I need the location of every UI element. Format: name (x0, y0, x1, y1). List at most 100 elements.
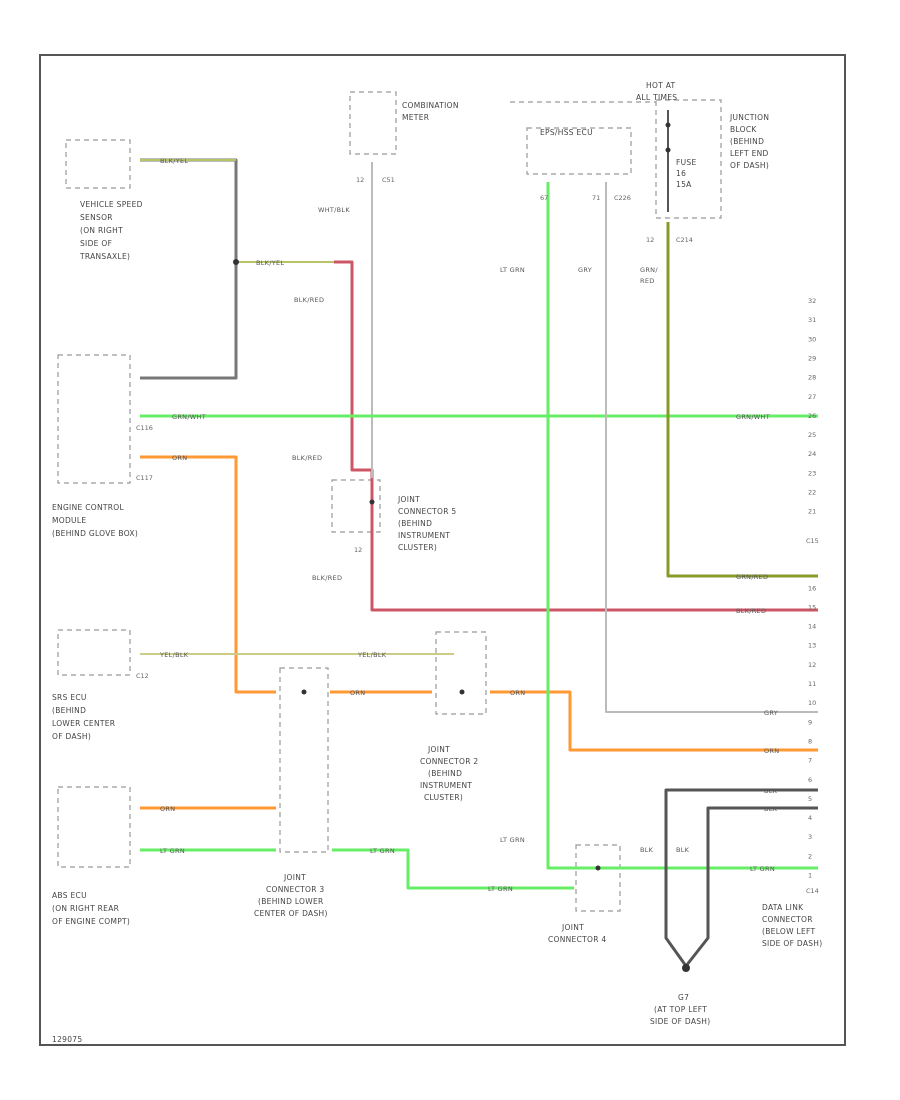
ecm-box (57, 354, 131, 484)
dlc-pin: 30 (808, 335, 816, 343)
dlc-pin: 4 (808, 814, 812, 822)
fuse-terminal (665, 147, 671, 153)
dlc-pin: 29 (808, 354, 816, 362)
dlc-pin: 13 (808, 642, 816, 650)
dlc-pin: 12 (808, 661, 816, 669)
wire-gry (605, 182, 818, 713)
eps-pin-1: 67 (540, 194, 548, 202)
jb-pin: 12 (646, 236, 654, 244)
ground-label: G7 (AT TOP LEFT SIDE OF DASH) (650, 993, 710, 1026)
wire-orn-dlc (490, 690, 818, 752)
dlc-connector-c15: C15 (806, 537, 819, 545)
jb-box (655, 99, 722, 219)
eps-box (526, 127, 632, 175)
wire-label: GRY (578, 266, 592, 274)
wire-grn-red (666, 222, 818, 578)
jc4-box (575, 844, 621, 912)
eps-pin-2: 71 (592, 194, 600, 202)
dlc-pin: 5 (808, 795, 812, 803)
dlc-pin: 14 (808, 623, 816, 631)
dlc-pin: 11 (808, 680, 816, 688)
jb-label: JUNCTION BLOCK (BEHIND LEFT END OF DASH) (729, 113, 772, 170)
dlc-pin: 21 (808, 508, 816, 516)
dlc-pin: 24 (808, 450, 816, 458)
ground-symbol (682, 964, 690, 972)
wire-label: GRY (764, 709, 778, 717)
jc3-box (279, 667, 329, 853)
diagram-code: 129075 (52, 1035, 82, 1044)
jc5-label: JOINT CONNECTOR 5 (BEHIND INSTRUMENT CLU… (397, 495, 459, 552)
dlc-pin: 6 (808, 776, 812, 784)
wire-ltgrn-jc4 (332, 848, 574, 890)
wire-label: LT GRN (370, 847, 395, 855)
abs-box (57, 786, 131, 868)
dlc-pin: 8 (808, 737, 812, 745)
splice-dot (301, 689, 307, 695)
abs-label: ABS ECU (ON RIGHT REAR OF ENGINE COMPT) (52, 891, 130, 926)
dlc-pin: 3 (808, 833, 812, 841)
dlc-pin: 26 (808, 412, 816, 420)
wire-orn-ecm (140, 455, 276, 694)
wire-label: GRN/WHT (736, 413, 770, 421)
meter-box (349, 91, 397, 155)
wire-label: ORN (510, 689, 525, 697)
jb-connector: C214 (676, 236, 693, 244)
meter-label: COMBINATION METER (402, 101, 461, 122)
wire-blk-yel (140, 158, 238, 380)
dlc-pin: 9 (808, 718, 812, 726)
ecm-connector-c116: C116 (136, 424, 153, 432)
dlc-pin: 25 (808, 431, 816, 439)
meter-connector: C51 (382, 176, 395, 184)
hot-label: HOT AT ALL TIMES (636, 81, 678, 102)
jc2-box (435, 631, 487, 715)
dlc-pin: 7 (808, 757, 812, 765)
wire-label: LT GRN (160, 847, 185, 855)
wire-label: ORN (350, 689, 365, 697)
wire-label: ORN (172, 454, 187, 462)
meter-pin: 12 (356, 176, 364, 184)
diagram-frame (39, 54, 846, 1046)
wire-label: WHT/BLK (318, 206, 350, 214)
wire-label: BLK/RED (294, 296, 324, 304)
wire-blk-2 (684, 806, 818, 967)
wire-label: YEL/BLK (357, 651, 387, 659)
jc5-pin: 12 (354, 546, 362, 554)
jc5-box (331, 479, 381, 533)
eps-label: EPS/HSS ECU (540, 128, 593, 137)
wire-label: BLK/RED (312, 574, 342, 582)
dlc-connector-c14: C14 (806, 887, 819, 895)
wire-label: ORN (764, 747, 779, 755)
wire-blk-red (334, 260, 818, 612)
dlc-pin: 32 (808, 297, 816, 305)
dlc-pin: 16 (808, 584, 816, 592)
wire-label: BLK (764, 805, 778, 813)
dlc-pin: 22 (808, 489, 816, 497)
wire-label: LT GRN (500, 836, 525, 844)
wire-label: LT GRN (488, 885, 513, 893)
dlc-pin: 31 (808, 316, 816, 324)
wire-label: BLK (676, 846, 690, 854)
ecm-connector-c117: C117 (136, 474, 153, 482)
dlc-pin: 2 (808, 852, 812, 860)
wire-label: ORN (160, 805, 175, 813)
wire-label: GRN/WHT (172, 413, 206, 421)
wire-label: YEL/BLK (159, 651, 189, 659)
jc3-label: JOINT CONNECTOR 3 (BEHIND LOWER CENTER O… (254, 873, 328, 918)
wire-label: BLK (764, 787, 778, 795)
splice-dot (595, 865, 601, 871)
wire-label: BLK/YEL (256, 259, 284, 267)
wire-label: BLK/YEL (160, 157, 188, 165)
wire-label: GRN/ RED (640, 266, 660, 285)
wire-label: GRN/RED (736, 573, 768, 581)
splice-dot (233, 259, 239, 265)
dlc-pin: 10 (808, 699, 816, 707)
dlc-pin: 28 (808, 374, 816, 382)
eps-connector: C226 (614, 194, 631, 202)
dlc-pin-list: 3231302928272625242322211615141312111098… (808, 297, 816, 880)
wire-blk-1 (664, 788, 818, 967)
wire-ltgrn-eps (546, 182, 818, 870)
dlc-label: DATA LINK CONNECTOR (BELOW LEFT SIDE OF … (762, 903, 822, 948)
dlc-pin: 1 (808, 872, 812, 880)
